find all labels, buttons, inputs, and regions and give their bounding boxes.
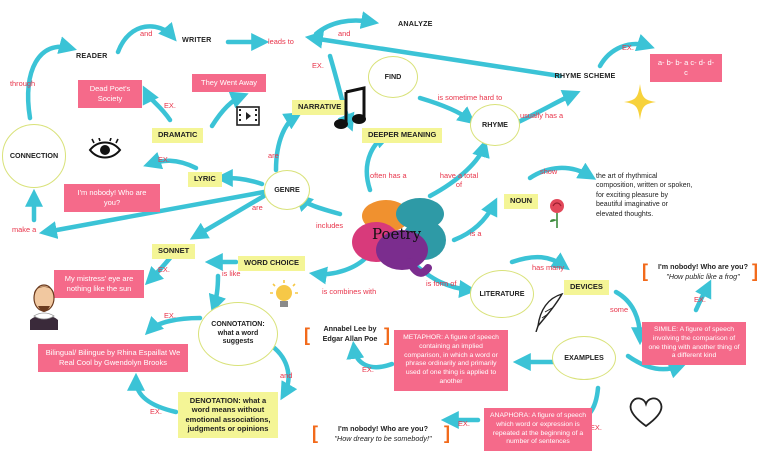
node-narrative: NARRATIVE <box>292 100 348 115</box>
node-find: FIND <box>368 56 418 98</box>
heart-icon <box>629 397 663 428</box>
box-went-away: They Went Away <box>192 74 266 92</box>
brain-icon <box>352 198 446 277</box>
diagram-title: Poetry <box>372 225 422 243</box>
node-noun: NOUN <box>504 194 539 209</box>
quote-anaphora-line2: "How dreary to be somebody!" <box>334 433 432 443</box>
quote-annabel: Annabel Lee by Edgar Allan Poe <box>314 324 386 343</box>
quote-anaphora: I'm nobody! Who are you? "How dreary to … <box>320 424 446 443</box>
music-note-icon <box>334 86 366 129</box>
box-nobody: I'm nobody! Who are you? <box>64 184 160 212</box>
edge-ex: EX. <box>694 295 706 304</box>
box-rhyme-example: a- b- b- a c- d- d- c <box>650 54 722 82</box>
node-deeper-meaning: DEEPER MEANING <box>362 128 443 143</box>
edge-ex: EX. <box>362 365 374 374</box>
node-devices: DEVICES <box>564 280 609 295</box>
simile-bracket-right: ] <box>752 261 758 281</box>
node-genre: GENRE <box>264 170 310 210</box>
edge-ex: EX. <box>158 265 170 274</box>
edge-some: some <box>610 305 629 314</box>
edge-and: and <box>280 371 293 380</box>
node-literature: LITERATURE <box>470 270 534 318</box>
node-reader: READER <box>76 51 108 60</box>
node-lyric: LYRIC <box>188 172 222 187</box>
edge-are: are <box>268 151 279 160</box>
box-metaphor: METAPHOR: A figure of speech containing … <box>394 330 508 391</box>
edge-make-a: make a <box>12 225 37 234</box>
edge-usually-has-a: usually has a <box>520 111 564 120</box>
node-dramatic: DRAMATIC <box>152 128 204 143</box>
edge-and: and <box>140 29 153 38</box>
edge-is-a: is a <box>470 229 482 238</box>
node-sonnet: SONNET <box>152 244 196 259</box>
edge-ex: EX. <box>158 155 170 164</box>
edge-ex: EX. <box>164 101 176 110</box>
node-rhyme: RHYME <box>470 104 520 146</box>
node-connotation: CONNOTATION: what a word suggests <box>198 302 278 366</box>
edge-ex: EX. <box>164 311 176 320</box>
box-bilingual: Bilingual/ Bilingue by Rhina Espaillat W… <box>38 344 188 372</box>
node-connection: CONNECTION <box>2 124 66 188</box>
node-denotation: DENOTATION: what a word means without em… <box>178 392 278 438</box>
edge-ex: EX. <box>312 61 324 70</box>
box-simile: SIMILE: A figure of speech involving the… <box>642 322 746 366</box>
edge-and: and <box>338 29 351 38</box>
edge-often-has-a: often has a <box>370 171 407 180</box>
lightbulb-icon <box>270 280 298 307</box>
edge-leads-to: leads to <box>268 37 294 46</box>
edge-is-combines-with: is combines with <box>322 287 377 296</box>
annabel-bracket-left: [ <box>304 325 310 345</box>
noun-definition: the art of rhythmical composition, writt… <box>596 173 693 218</box>
edge-ex: EX. <box>622 43 634 52</box>
shakespeare-icon <box>30 284 58 330</box>
simile-bracket-left: [ <box>642 261 648 281</box>
edge-ex: EX. <box>590 423 602 432</box>
anaphora-bracket-right: ] <box>444 423 450 443</box>
quill-icon <box>535 292 564 332</box>
quote-annabel-text: Annabel Lee by Edgar Allan Poe <box>322 324 378 343</box>
edge-have-a-total-of: have a total of <box>439 171 479 189</box>
quote-anaphora-line1: I'm nobody! Who are you? <box>338 424 428 433</box>
edge-is-form-of: is form of <box>426 279 457 288</box>
box-mistress: My mistress' eye are nothing like the su… <box>54 270 144 298</box>
edge-has-many: has many <box>532 263 565 272</box>
edge-is-like: is like <box>222 269 241 278</box>
annabel-bracket-right: ] <box>384 325 390 345</box>
node-analyze: ANALYZE <box>398 19 433 28</box>
node-word-choice: WORD CHOICE <box>238 256 305 271</box>
quote-simile-line1: I'm nobody! Who are you? <box>658 262 748 271</box>
edge-show: show <box>540 167 558 176</box>
edge-is-sometime-hard-to: is sometime hard to <box>437 93 503 102</box>
node-examples: EXAMPLES <box>552 336 616 380</box>
anaphora-bracket-left: [ <box>312 423 318 443</box>
eye-icon <box>88 138 122 159</box>
quote-simile-line2: "How public like a frog" <box>666 271 740 281</box>
edge-ex: EX. <box>458 419 470 428</box>
box-anaphora: ANAPHORA: A figure of speech which word … <box>484 408 592 452</box>
film-icon <box>236 106 260 126</box>
edge-ex: EX. <box>150 407 162 416</box>
star-icon <box>624 84 656 120</box>
edge-are: are <box>252 203 263 212</box>
box-dead-poets: Dead Poet's Society <box>78 80 142 108</box>
quote-simile: I'm nobody! Who are you? "How public lik… <box>650 262 756 281</box>
node-writer: WRITER <box>182 35 212 44</box>
edge-includes: includes <box>316 221 344 230</box>
rose-icon <box>550 199 564 228</box>
edge-through: through <box>10 79 36 88</box>
node-rhyme-scheme: RHYME SCHEME <box>554 71 616 80</box>
